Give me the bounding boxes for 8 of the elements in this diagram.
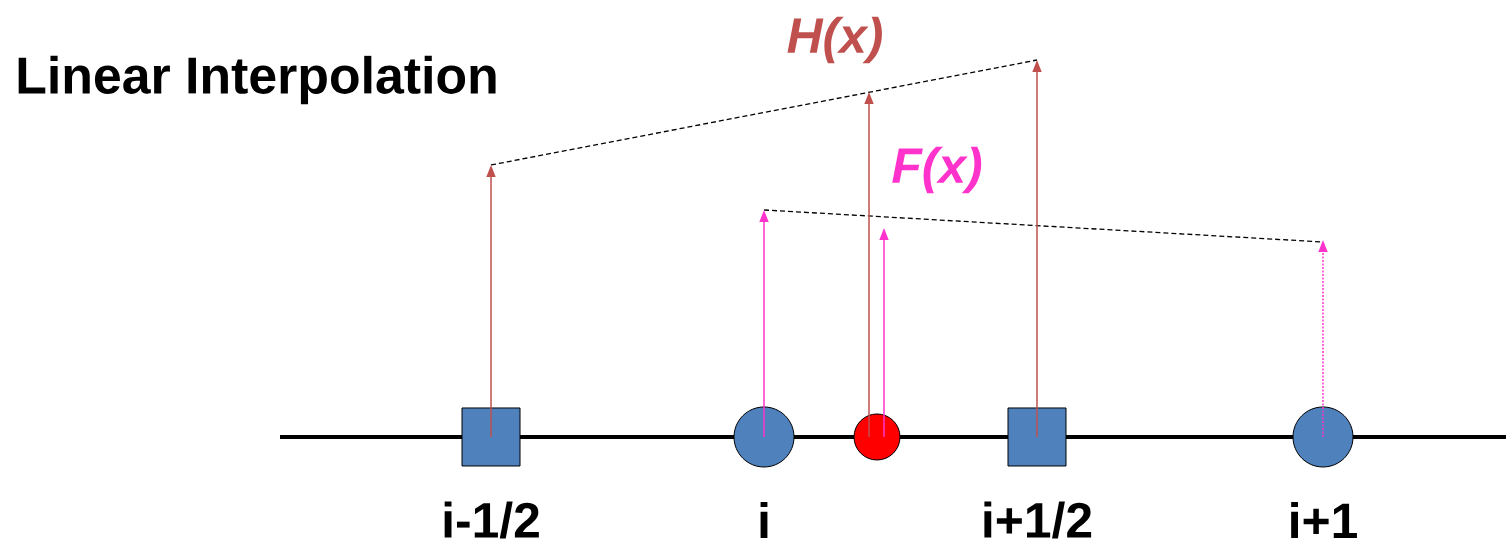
circle-marker: [853, 413, 901, 461]
point-label: i+1/2: [984, 501, 1092, 539]
title: Linear Interpolation: [18, 55, 496, 105]
point-label: i-1/2: [444, 501, 539, 539]
function-label: H(x): [787, 16, 882, 64]
point-label: i+1: [1291, 501, 1357, 539]
function-label: F(x): [892, 146, 982, 194]
point-label: i: [760, 501, 768, 539]
